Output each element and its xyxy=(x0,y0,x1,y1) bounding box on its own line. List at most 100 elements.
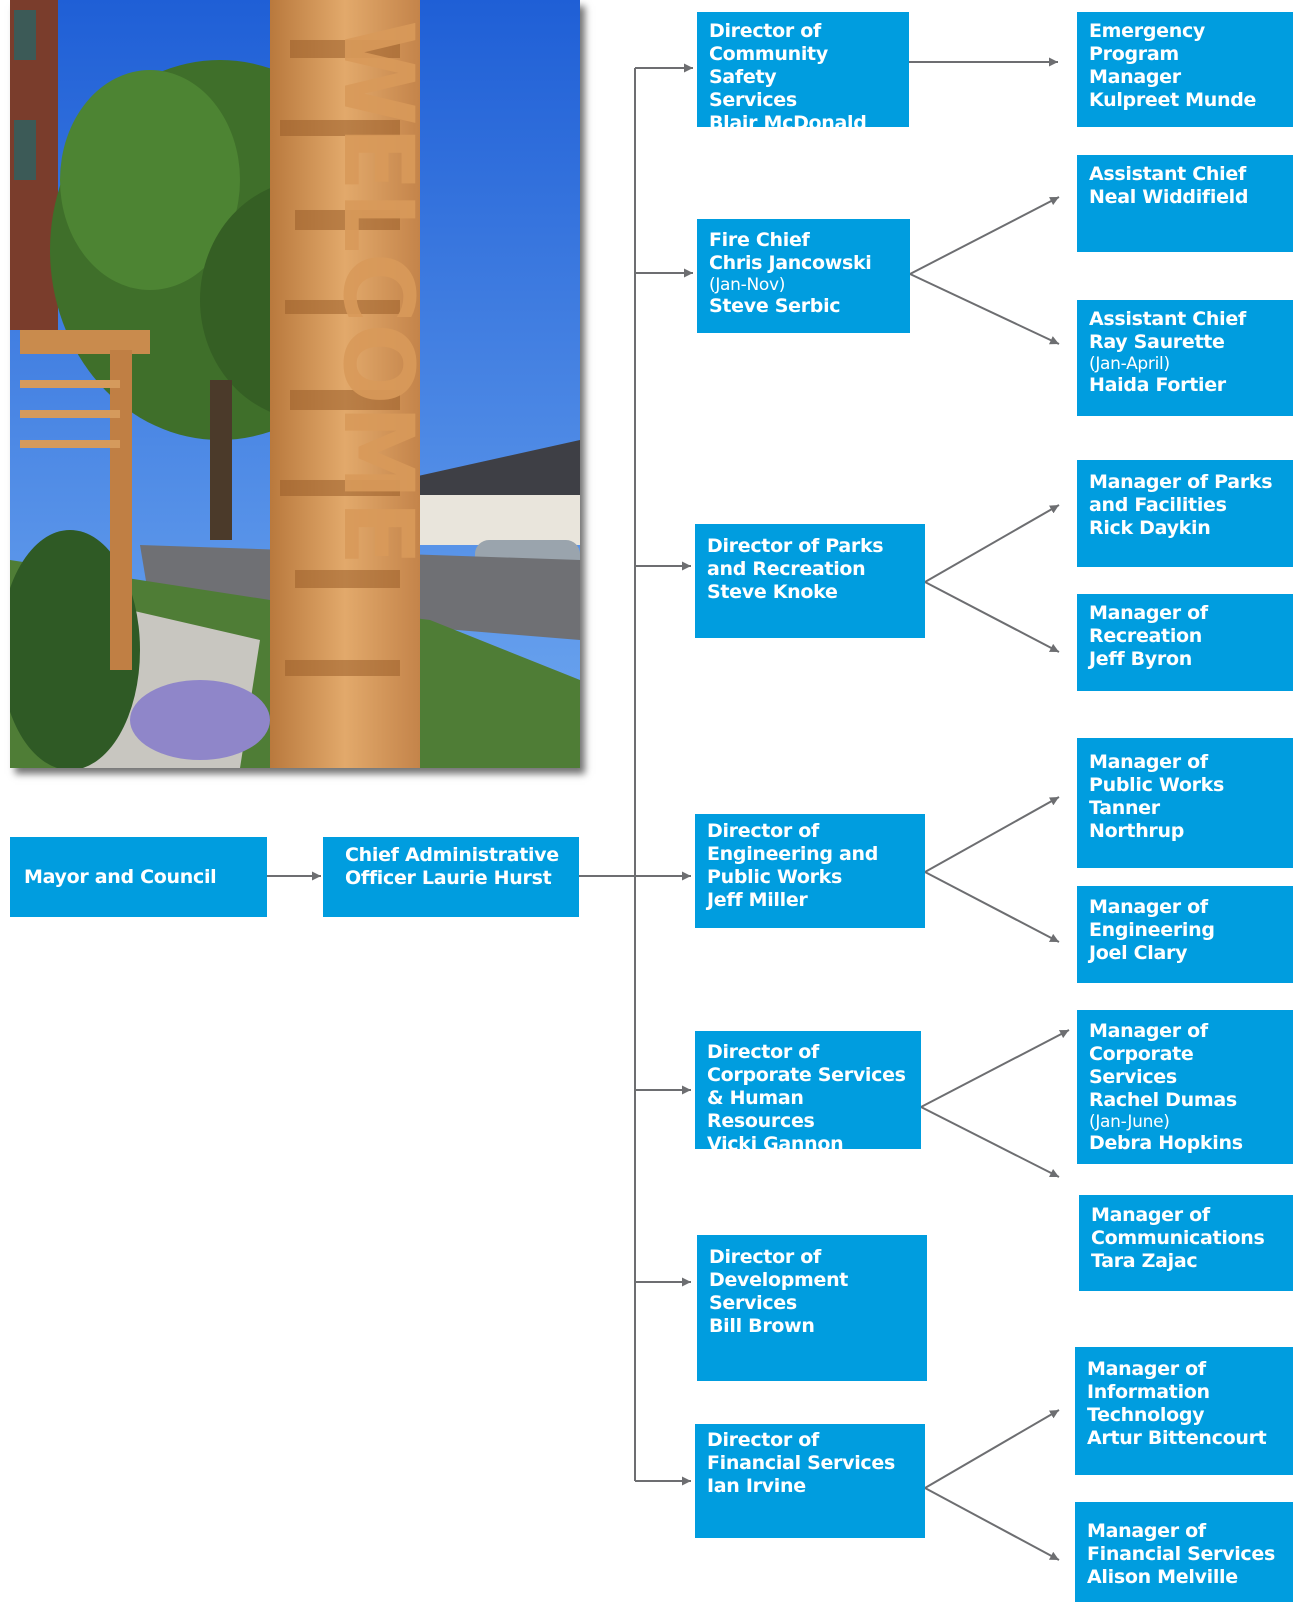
manager-title: Manager of Parks xyxy=(1089,471,1273,493)
assistant-chief-1-box: Assistant Chief Neal Widdifield xyxy=(1077,155,1293,252)
director-name: Jeff Miller xyxy=(707,889,808,911)
director-title: & Human Resources xyxy=(707,1087,815,1132)
manager-title: Manager of xyxy=(1089,896,1208,918)
director-title: Services xyxy=(709,89,797,111)
manager-name: Jeff Byron xyxy=(1089,648,1192,670)
manager-engineering-box: Manager of Engineering Joel Clary xyxy=(1077,886,1293,983)
director-title: Development xyxy=(709,1269,849,1291)
manager-name: Ray Saurette xyxy=(1089,331,1225,353)
wooden-sculpture-photo: WELCOME xyxy=(10,0,580,768)
manager-corporate-services-box: Manager of Corporate Services Rachel Dum… xyxy=(1077,1010,1293,1164)
manager-parks-facilities-box: Manager of Parks and Facilities Rick Day… xyxy=(1077,460,1293,567)
manager-name: Artur Bittencourt xyxy=(1087,1427,1267,1449)
director-title: Director of xyxy=(707,820,819,842)
director-engineering-box: Director of Engineering and Public Works… xyxy=(695,814,925,928)
director-name: Ian Irvine xyxy=(707,1475,806,1497)
manager-title: Technology xyxy=(1087,1404,1205,1426)
director-title: Corporate Services xyxy=(707,1064,906,1086)
manager-title: Corporate Services xyxy=(1089,1043,1194,1088)
connector-eng-publicworks xyxy=(924,796,1060,873)
director-title: Services xyxy=(709,1292,797,1314)
manager-title: Engineering xyxy=(1089,919,1215,941)
manager-finance-box: Manager of Financial Services Alison Mel… xyxy=(1075,1502,1293,1602)
manager-public-works-box: Manager of Public Works Tanner Northrup xyxy=(1077,738,1293,868)
director-name: Steve Serbic xyxy=(709,295,841,317)
connector-eng-engineering xyxy=(924,871,1060,943)
date-note: (Jan-June) xyxy=(1089,1112,1170,1132)
director-community-safety-box: Director of Community Safety Services Bl… xyxy=(697,12,909,134)
connector-corp-corporate xyxy=(920,1029,1070,1108)
connector-fire-asst2 xyxy=(909,273,1060,345)
manager-name: Rachel Dumas xyxy=(1089,1089,1237,1111)
manager-title: Information xyxy=(1087,1381,1210,1403)
director-title: Public Works xyxy=(707,866,843,888)
cao-line2: Officer Laurie Hurst xyxy=(345,867,552,889)
carved-lettering: WELCOME xyxy=(322,20,434,566)
manager-name: Neal Widdifield xyxy=(1089,186,1249,208)
manager-title: Manager xyxy=(1089,66,1181,88)
director-title: Community Safety xyxy=(709,43,828,88)
mayor-and-council-box: Mayor and Council xyxy=(10,837,267,917)
connector-fin-finance xyxy=(924,1487,1060,1561)
manager-title: Emergency xyxy=(1089,20,1205,42)
director-development-box: Director of Development Services Bill Br… xyxy=(697,1235,927,1381)
director-title: Director of xyxy=(709,1246,821,1268)
fire-chief-box: Fire Chief Chris Jancowski (Jan-Nov) Ste… xyxy=(697,219,910,333)
director-name: Bill Brown xyxy=(709,1315,815,1337)
manager-name: Alison Melville xyxy=(1087,1566,1238,1588)
director-title: Fire Chief xyxy=(709,229,810,251)
manager-title: Recreation xyxy=(1089,625,1203,647)
photo-illustration: WELCOME xyxy=(10,0,580,768)
director-name: Steve Knoke xyxy=(707,581,838,603)
director-parks-box: Director of Parks and Recreation Steve K… xyxy=(695,524,925,638)
director-title: Director of xyxy=(707,1041,819,1063)
director-name: Blair McDonald xyxy=(709,112,867,134)
connector-fire-asst1 xyxy=(909,196,1060,275)
manager-name: Rick Daykin xyxy=(1089,517,1211,539)
director-title: Financial Services xyxy=(707,1452,895,1474)
director-title: Director of xyxy=(709,20,821,42)
director-name: Chris Jancowski xyxy=(709,252,872,274)
director-title: Director of xyxy=(707,1429,819,1451)
date-note: (Jan-Nov) xyxy=(709,275,786,295)
manager-title: Manager of xyxy=(1089,602,1208,624)
manager-recreation-box: Manager of Recreation Jeff Byron xyxy=(1077,594,1293,691)
manager-title: Public Works xyxy=(1089,774,1225,796)
director-title: Engineering and xyxy=(707,843,878,865)
director-name: Vicki Gannon xyxy=(707,1133,844,1155)
manager-name: Northrup xyxy=(1089,820,1185,842)
manager-name: Joel Clary xyxy=(1089,942,1188,964)
date-note: (Jan-April) xyxy=(1089,354,1170,374)
connector-parks-recreation xyxy=(924,581,1060,653)
manager-name: Tanner xyxy=(1089,797,1160,819)
manager-title: Communications xyxy=(1091,1227,1265,1249)
manager-title: Assistant Chief xyxy=(1089,308,1246,330)
mayor-label: Mayor and Council xyxy=(24,865,217,888)
connector-parks-facilities xyxy=(924,504,1060,583)
director-corporate-box: Director of Corporate Services & Human R… xyxy=(695,1031,921,1155)
manager-title: Manager of xyxy=(1087,1520,1206,1542)
manager-name: Haida Fortier xyxy=(1089,374,1226,396)
connector-corp-communications xyxy=(920,1106,1060,1178)
manager-communications-box: Manager of Communications Tara Zajac xyxy=(1079,1195,1293,1291)
manager-title: Manager of xyxy=(1089,1020,1208,1042)
manager-title: Financial Services xyxy=(1087,1543,1275,1565)
assistant-chief-2-box: Assistant Chief Ray Saurette (Jan-April)… xyxy=(1077,300,1293,416)
connector-fin-it xyxy=(924,1409,1060,1489)
manager-title: Assistant Chief xyxy=(1089,163,1246,185)
manager-emergency-box: Emergency Program Manager Kulpreet Munde xyxy=(1077,12,1293,127)
director-financial-box: Director of Financial Services Ian Irvin… xyxy=(695,1424,925,1538)
director-title: and Recreation xyxy=(707,558,866,580)
manager-title: and Facilities xyxy=(1089,494,1227,516)
cao-line1: Chief Administrative xyxy=(345,844,559,866)
director-title: Director of Parks xyxy=(707,535,884,557)
manager-it-box: Manager of Information Technology Artur … xyxy=(1075,1347,1293,1475)
manager-title: Manager of xyxy=(1091,1204,1210,1226)
manager-title: Manager of xyxy=(1089,751,1208,773)
manager-title: Program xyxy=(1089,43,1179,65)
cao-box: Chief Administrative Officer Laurie Hurs… xyxy=(323,837,579,917)
manager-name: Tara Zajac xyxy=(1091,1250,1198,1272)
manager-name: Debra Hopkins xyxy=(1089,1132,1243,1154)
manager-name: Kulpreet Munde xyxy=(1089,89,1257,111)
